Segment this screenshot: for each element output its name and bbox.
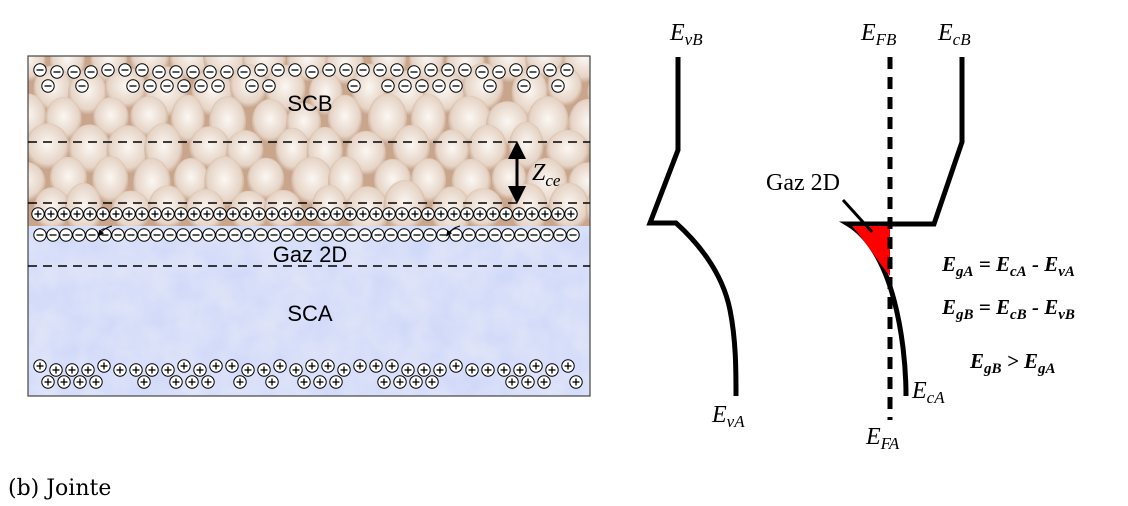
scb-layer — [28, 56, 590, 226]
grain-cell — [367, 93, 408, 145]
gas-2d-pointer — [841, 198, 874, 234]
electron-transfer-arrow — [98, 225, 113, 237]
grain-cell — [392, 124, 430, 170]
label-efb: EFB — [860, 20, 897, 49]
grain-cell — [251, 98, 289, 144]
grain-cell — [548, 182, 590, 226]
equation-ega: EgA = EcA - EvA — [941, 252, 1075, 280]
label-ecb: EcB — [937, 20, 971, 49]
band-diagram: EvB EFB EcB EvA EcA EFA Gaz 2D EgA = EcA… — [646, 20, 1075, 453]
grain-cell — [311, 185, 347, 226]
grain-cell — [547, 66, 583, 107]
grain-cell — [468, 124, 507, 172]
left-panel-frame — [27, 55, 591, 397]
inequality-egb-gt-ega: EgB > EgA — [969, 349, 1056, 377]
figure-caption: (b) Jointe — [8, 476, 112, 501]
grain-cell — [383, 180, 426, 226]
gas-2d-well — [852, 226, 890, 276]
charge-symbols — [31, 63, 583, 389]
scb-grain-texture — [28, 56, 590, 226]
grain-cell — [226, 130, 264, 171]
heterojunction-figure: SCB SCA Gaz 2D Zce EvB EFB EcB EvA EcA E… — [27, 20, 1075, 453]
grain-cell — [92, 156, 129, 204]
grain-cell — [546, 129, 590, 171]
label-eca: EcA — [911, 378, 945, 407]
grain-cell — [587, 82, 590, 103]
gas-2d-label-left: Gaz 2D — [273, 242, 348, 267]
label-evb: EvB — [669, 20, 703, 49]
equation-egb: EgB = EcB - EvB — [941, 295, 1075, 323]
grain-cell — [28, 123, 70, 170]
grain-cell — [327, 94, 362, 142]
grain-cell — [585, 193, 590, 223]
scb-label: SCB — [287, 91, 332, 116]
left-panel: SCB SCA Gaz 2D Zce — [27, 55, 591, 397]
sca-label: SCA — [287, 301, 333, 326]
zce-label: Zce — [532, 160, 561, 190]
label-eva: EvA — [711, 402, 745, 431]
grain-cell — [588, 138, 590, 157]
grain-cell — [148, 185, 187, 226]
grain-cell — [93, 97, 129, 138]
grain-cell — [434, 129, 470, 172]
gas-2d-label-right: Gaz 2D — [766, 170, 840, 196]
electron-transfer-arrow — [446, 225, 461, 237]
grain-cell — [247, 157, 285, 200]
label-efa: EFA — [865, 424, 900, 453]
valence-band-curve — [646, 57, 739, 397]
conduction-band-curve — [838, 57, 965, 397]
